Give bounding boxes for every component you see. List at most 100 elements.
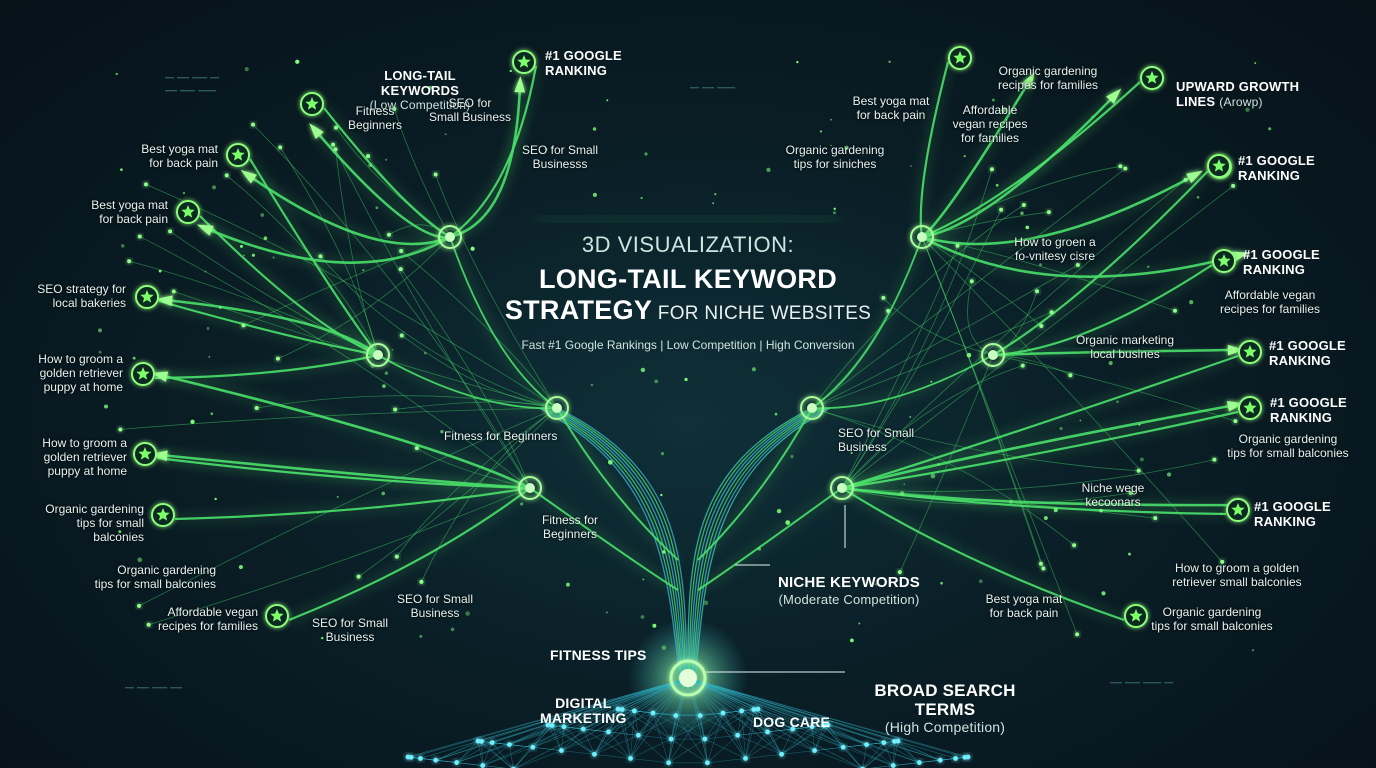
rank-label: #1 GOOGLE RANKING	[1269, 338, 1346, 368]
mesh-node	[580, 726, 586, 732]
particle	[423, 351, 427, 355]
keyword-label: SEO for Small Business	[428, 96, 512, 124]
filament-tip	[881, 295, 886, 300]
keyword-label: SEO for Small Business	[838, 426, 915, 454]
leaf-branch	[841, 410, 1239, 490]
mesh-line	[757, 708, 793, 730]
mesh-line	[583, 677, 689, 730]
filament-tip	[1038, 561, 1043, 566]
filament	[811, 310, 889, 409]
mesh-node	[821, 723, 827, 728]
keyword-label: Fitness Beginners	[347, 104, 403, 132]
filament	[367, 155, 451, 238]
mesh-node	[418, 756, 423, 761]
filament	[401, 335, 558, 409]
particle	[218, 306, 222, 309]
branch-nodes	[366, 217, 1005, 697]
keyword-label: Organic gardening tips for small balconi…	[94, 563, 216, 591]
filament	[279, 147, 379, 356]
mesh-line	[741, 710, 793, 730]
particle	[995, 183, 999, 187]
particle	[566, 582, 570, 587]
filament	[841, 209, 1002, 489]
particle	[661, 645, 667, 650]
mesh-node	[591, 751, 597, 757]
filament-tip	[394, 554, 399, 559]
hub-node-core	[988, 350, 998, 360]
mesh-line	[737, 735, 782, 755]
mesh-line	[608, 731, 631, 759]
growth-lines-title: UPWARD GROWTH LINES	[1176, 79, 1300, 109]
particle	[1196, 195, 1200, 199]
filament-tip	[999, 207, 1004, 212]
filament-tip	[1039, 324, 1044, 329]
mesh-line	[547, 724, 562, 751]
mesh-line	[704, 710, 742, 740]
tier-niche: NICHE KEYWORDS (Moderate Competition)	[774, 557, 924, 625]
mesh-line	[843, 740, 899, 748]
trunk-strand	[547, 407, 684, 679]
arrow-branch	[314, 129, 451, 239]
filament-tip	[241, 323, 246, 328]
hub-node-ring	[830, 476, 854, 500]
filament	[252, 124, 531, 489]
trunk-strand	[693, 407, 828, 679]
mesh-line	[707, 735, 738, 764]
hub-node-ring	[800, 396, 824, 420]
arrowhead	[240, 169, 257, 184]
mesh-node	[635, 732, 641, 738]
star-icon	[231, 148, 245, 161]
mesh-line	[407, 756, 457, 763]
mesh-line	[811, 726, 815, 751]
particle	[440, 429, 444, 434]
particle	[1091, 115, 1094, 118]
mesh-line	[767, 731, 815, 751]
mesh-line	[869, 765, 894, 768]
particle	[1147, 265, 1150, 268]
particle	[832, 211, 836, 215]
mesh-node	[864, 742, 869, 747]
arrowhead	[514, 76, 526, 93]
particle	[520, 502, 524, 506]
filament-tip	[399, 249, 404, 254]
mesh-line	[811, 726, 867, 745]
arrow-branch	[921, 79, 1032, 239]
title-strategy: STRATEGY	[504, 295, 653, 325]
leaf-branch	[841, 487, 1125, 622]
star-icon	[136, 367, 150, 380]
filament-tip	[1020, 363, 1025, 368]
mesh-line	[411, 677, 689, 758]
particle	[1116, 400, 1119, 403]
particle	[427, 85, 432, 90]
mesh-line	[767, 726, 812, 733]
mesh-node	[937, 757, 943, 763]
mesh-line	[563, 708, 619, 728]
mesh-line	[608, 709, 623, 733]
filament	[841, 459, 1215, 492]
mesh-line	[827, 724, 884, 743]
filament	[921, 236, 1042, 564]
particle	[137, 557, 143, 563]
arrowhead	[1021, 72, 1035, 89]
particle	[1166, 472, 1172, 477]
filament	[421, 407, 558, 583]
filament-tip	[254, 406, 259, 411]
mesh-line	[843, 742, 884, 748]
mesh-line	[456, 740, 479, 763]
particle	[1039, 263, 1042, 267]
filament	[388, 224, 451, 238]
keyword-label: Best yoga mat for back pain	[91, 198, 168, 226]
ranking-star-icons	[131, 46, 1262, 628]
filament-tip	[356, 574, 361, 579]
filament	[416, 447, 531, 489]
particle	[120, 244, 125, 248]
mesh-node	[479, 739, 484, 744]
mesh-line	[509, 677, 689, 745]
leaf-branch	[154, 353, 379, 380]
mesh-line	[514, 677, 689, 768]
particle	[790, 454, 794, 459]
mesh-line	[687, 677, 759, 710]
filament-tip	[1172, 308, 1177, 313]
keyword-label: Affordable vegan recipes for families	[157, 605, 258, 633]
mesh-line	[897, 740, 920, 763]
